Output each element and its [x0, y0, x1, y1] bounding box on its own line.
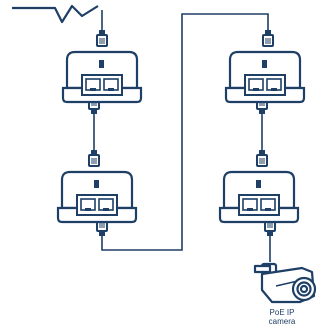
camera-icon	[253, 262, 317, 304]
poe-extender-3	[224, 50, 306, 104]
poe-extender-1	[61, 50, 143, 104]
cable-ext2-to-ext3	[101, 13, 269, 251]
plug-ext3-top	[262, 29, 274, 47]
cable-lines	[93, 10, 271, 262]
plug-ext2-top	[88, 149, 100, 167]
wireless-link-icon	[12, 4, 99, 24]
poe-extender-4	[218, 170, 300, 224]
plug-ext4-top	[256, 149, 268, 167]
plug-ext1-top	[96, 29, 108, 47]
camera-label-line2: camera	[268, 317, 296, 326]
camera-label-line1: PoE IP	[269, 308, 295, 317]
poe-extender-2	[56, 170, 138, 224]
